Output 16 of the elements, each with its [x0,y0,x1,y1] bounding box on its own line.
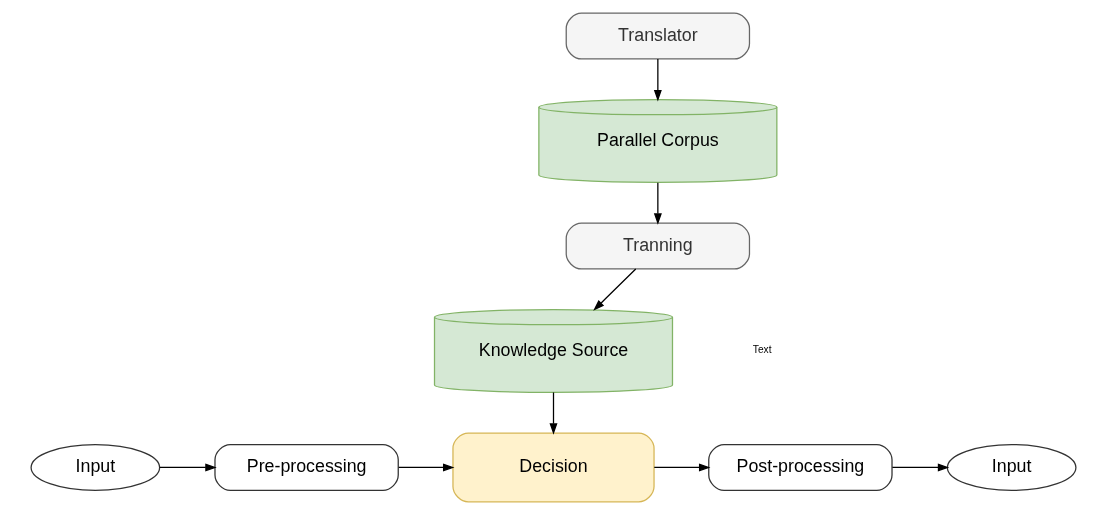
arrow [653,463,710,472]
arrow [653,182,662,225]
arrow [891,463,949,472]
node-ellipse: Input [29,443,160,492]
label: Text [752,344,772,356]
node-box: Post-processing [707,443,893,492]
arrow [592,268,636,311]
arrow [549,391,557,435]
arrow [158,463,217,472]
node-box: Pre-processing [213,443,399,492]
node-ellipse: Input [946,443,1077,492]
arrow [397,463,454,472]
node-box: Tranning [565,222,750,270]
node-box: Decision [451,432,655,503]
node-box: Translator [565,12,750,60]
arrow [653,58,662,102]
